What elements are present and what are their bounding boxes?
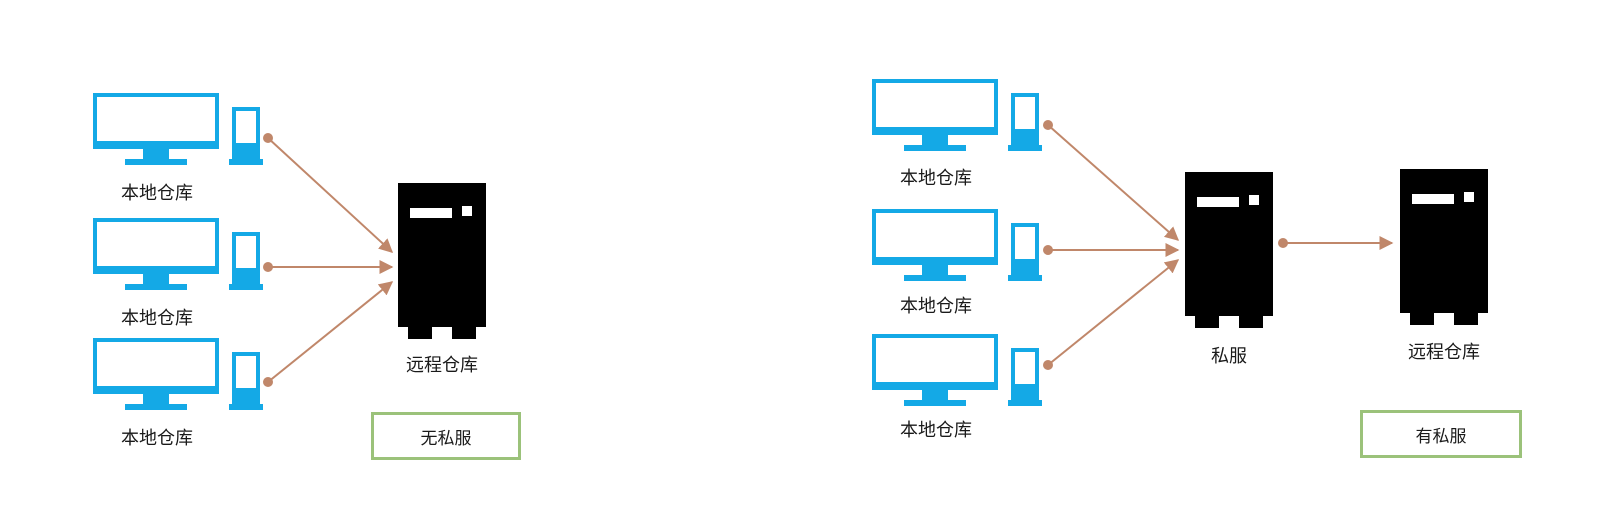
local-repo-label-5: 本地仓库 <box>900 296 972 317</box>
with-private-server-caption: 有私服 <box>1360 410 1522 458</box>
remote-repo-label: 远程仓库 <box>406 355 478 376</box>
right-arrows <box>1043 120 1394 370</box>
local-repo-label-6: 本地仓库 <box>900 420 972 441</box>
local-repo-computer-icon-5 <box>870 209 1044 283</box>
local-repo-computer-icon-1 <box>91 93 265 167</box>
local-repo-label-4: 本地仓库 <box>900 168 972 189</box>
no-private-server-caption: 无私服 <box>371 412 521 460</box>
left-arrows <box>263 133 394 387</box>
private-server-label: 私服 <box>1211 346 1247 367</box>
local-repo-computer-icon-3 <box>91 338 265 412</box>
local-repo-label-2: 本地仓库 <box>121 308 193 329</box>
local-repo-computer-icon-2 <box>91 218 265 292</box>
private-server-icon <box>1185 172 1273 328</box>
local-repo-label-3: 本地仓库 <box>121 428 193 449</box>
remote-repo-label-2: 远程仓库 <box>1408 342 1480 363</box>
local-repo-label-1: 本地仓库 <box>121 183 193 204</box>
local-repo-computer-icon-4 <box>870 79 1044 153</box>
remote-repo-server-icon <box>398 183 486 339</box>
remote-repo-server-icon-2 <box>1400 169 1488 325</box>
local-repo-computer-icon-6 <box>870 334 1044 408</box>
